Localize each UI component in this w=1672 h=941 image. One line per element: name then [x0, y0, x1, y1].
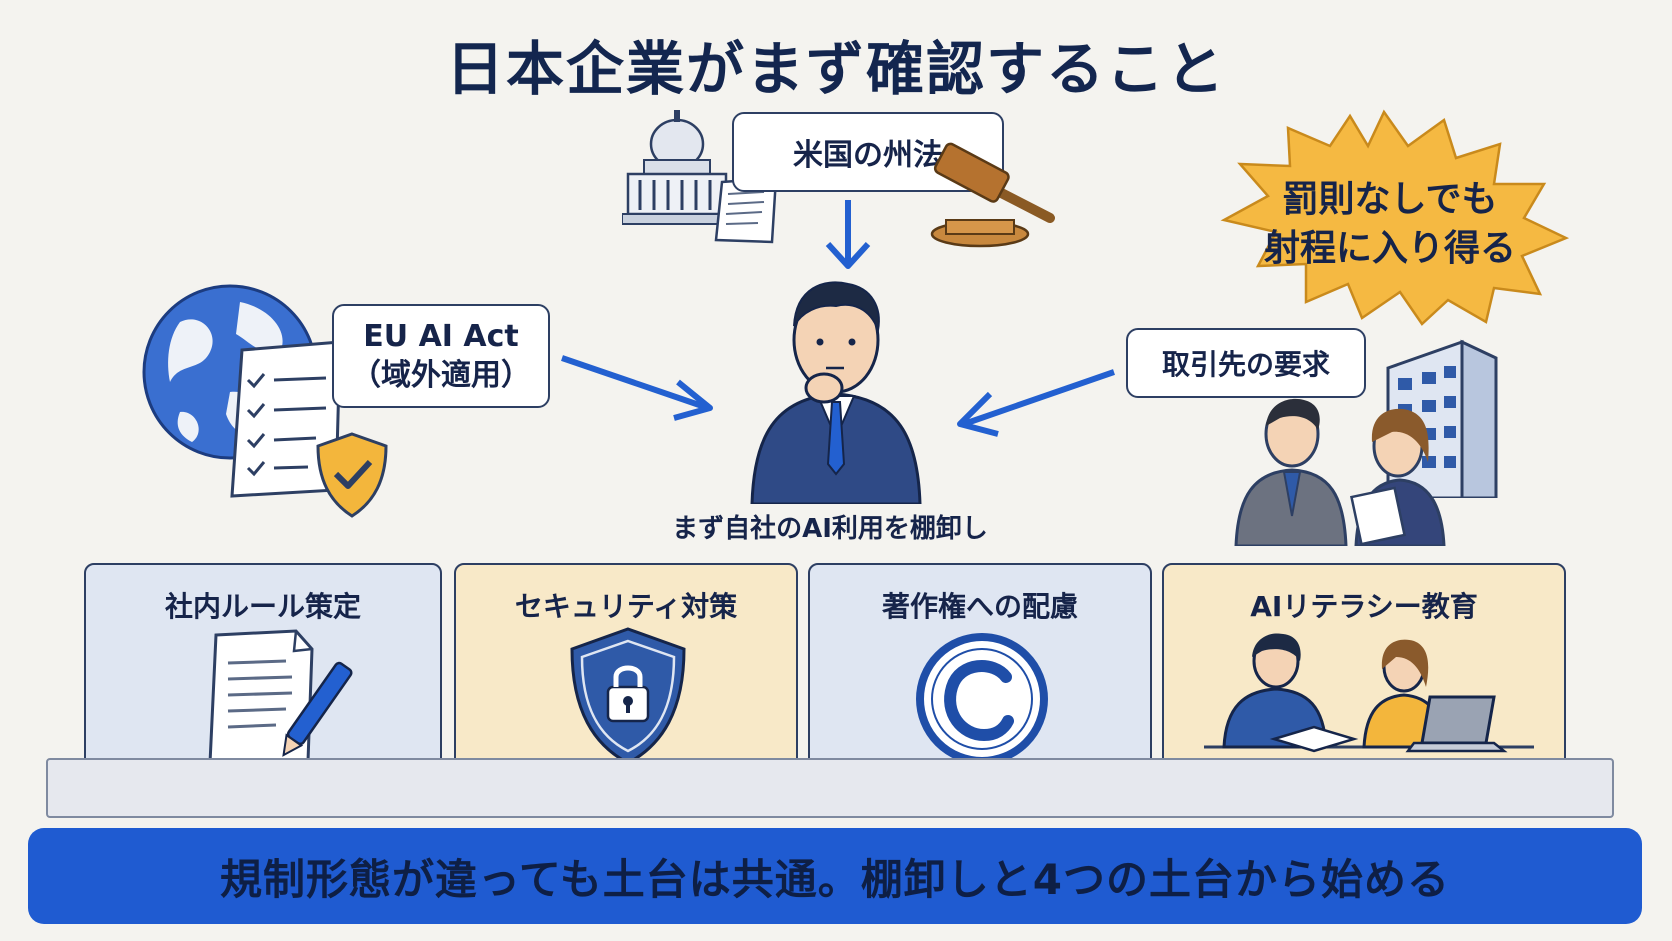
thinking-businessman-icon	[750, 281, 922, 504]
client-request-label: 取引先の要求	[1126, 328, 1366, 398]
warning-line-1: 罰則なしでも	[1282, 179, 1498, 220]
card-title: AIリテラシー教育	[1250, 590, 1478, 623]
foundation-card-ai-literacy: AIリテラシー教育	[1162, 563, 1566, 773]
summary-banner: 規制形態が違っても土台は共通。棚卸しと4つの土台から始める	[28, 828, 1642, 924]
foundation-card-security: セキュリティ対策	[454, 563, 798, 773]
business-people-icon	[1234, 398, 1446, 546]
arrow-down	[825, 200, 871, 269]
warning-line-2: 射程に入り得る	[1263, 227, 1516, 269]
warning-burst-icon	[1220, 109, 1570, 326]
gavel-icon	[930, 142, 1055, 248]
document-pen-icon	[208, 629, 353, 765]
arrow-from-client	[957, 369, 1115, 437]
warning-text: 罰則なしでも 射程に入り得る	[1240, 176, 1540, 273]
eu-ai-act-line-2: （域外適用）	[351, 358, 531, 393]
copyright-icon	[916, 633, 1048, 765]
eu-ai-act-line-1: EU AI Act	[363, 319, 519, 354]
eu-ai-act-label: EU AI Act （域外適用）	[332, 304, 550, 408]
arrow-from-eu	[561, 355, 713, 421]
shield-lock-icon	[570, 627, 686, 765]
card-title: 社内ルール策定	[164, 590, 361, 623]
foundation-platform	[46, 758, 1614, 818]
page-title: 日本企業がまず確認すること	[445, 35, 1226, 103]
students-laptop-icon	[1204, 633, 1534, 753]
shield-check-icon	[316, 432, 388, 518]
capitol-icon	[622, 110, 732, 225]
card-title: 著作権への配慮	[881, 590, 1078, 623]
center-caption: まず自社のAI利用を棚卸し	[672, 514, 988, 544]
card-title: セキュリティ対策	[514, 590, 738, 623]
foundation-card-internal-rules: 社内ルール策定	[84, 563, 442, 773]
foundation-card-copyright: 著作権への配慮	[808, 563, 1152, 773]
document-icon	[714, 176, 778, 244]
